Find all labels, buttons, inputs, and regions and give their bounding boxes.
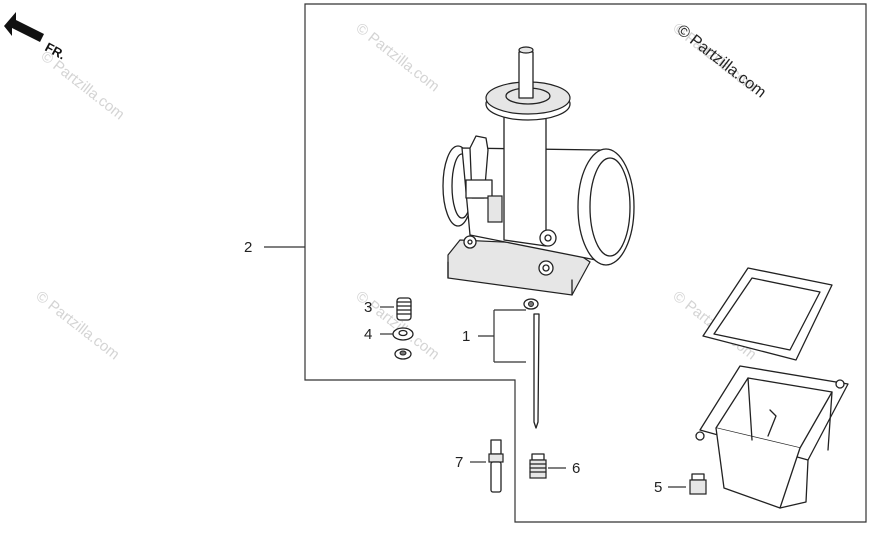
part-1-needle bbox=[523, 298, 540, 429]
callouts: 1 2 3 4 5 6 7 bbox=[244, 239, 662, 496]
callout-6: 6 bbox=[572, 460, 580, 477]
part-6-main-jet bbox=[529, 453, 547, 479]
watermark-1: © Partzilla.com bbox=[38, 48, 128, 124]
callout-3: 3 bbox=[364, 299, 372, 316]
part-4-washer bbox=[392, 327, 414, 360]
callout-7: 7 bbox=[455, 454, 463, 471]
copyright-text: © Partzilla.com bbox=[674, 22, 769, 102]
callout-2: 2 bbox=[244, 239, 252, 256]
callout-5: 5 bbox=[654, 479, 662, 496]
watermark-2: © Partzilla.com bbox=[353, 20, 443, 96]
watermarks: © Partzilla.com © Partzilla.com © Partzi… bbox=[33, 20, 760, 364]
part-3-spring bbox=[396, 297, 412, 321]
callout-1: 1 bbox=[462, 328, 470, 345]
float-bowl bbox=[695, 365, 849, 509]
front-arrow-icon bbox=[4, 12, 44, 42]
watermark-3: © Partzilla.com bbox=[33, 288, 123, 364]
carburetor-body bbox=[442, 46, 635, 296]
callout-4: 4 bbox=[364, 326, 372, 343]
leader-lines bbox=[264, 246, 686, 488]
front-direction-indicator: FR. bbox=[4, 12, 68, 62]
part-5-drain-screw bbox=[689, 473, 707, 495]
float-bowl-gasket bbox=[702, 267, 833, 361]
part-7-jet bbox=[488, 439, 504, 493]
kit-outline bbox=[304, 3, 867, 523]
